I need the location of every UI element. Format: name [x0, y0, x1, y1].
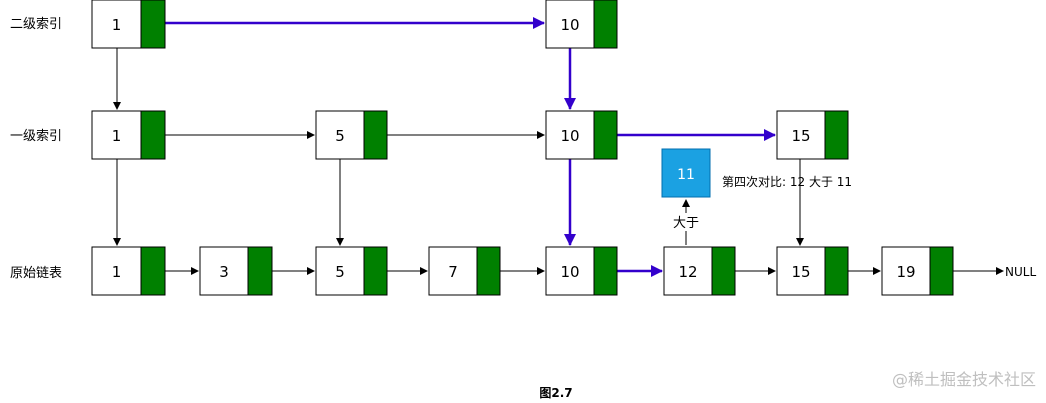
node-l2-10: 10	[545, 0, 618, 49]
node-value: 15	[791, 127, 810, 145]
node-l1-15: 15	[776, 110, 849, 160]
figure-caption: 图2.7	[539, 386, 572, 400]
base-label: 原始链表	[10, 266, 62, 281]
level1-label: 一级索引	[10, 129, 62, 144]
greater-label: 大于	[673, 216, 699, 231]
node-l0-19: 19	[881, 246, 954, 296]
node-value: 15	[791, 263, 810, 281]
node-value: 19	[896, 263, 915, 281]
node-value: 5	[335, 127, 345, 145]
node-l0-5: 5	[315, 246, 388, 296]
node-l2-1: 1	[91, 0, 166, 49]
node-value: 7	[448, 263, 458, 281]
node-l0-10: 10	[545, 246, 618, 296]
node-l0-15: 15	[776, 246, 849, 296]
compare-note: 第四次对比: 12 大于 11	[722, 175, 852, 189]
node-l0-3: 3	[199, 246, 273, 296]
node-value: 10	[560, 127, 579, 145]
node-l1-1: 1	[91, 110, 166, 160]
node-l0-12: 12	[663, 246, 736, 296]
node-value: 1	[112, 263, 122, 281]
node-value: 10	[560, 16, 579, 34]
watermark: @稀土掘金技术社区	[892, 370, 1036, 389]
search-node-11: 11	[661, 148, 711, 198]
node-value: 1	[112, 127, 122, 145]
level2-label: 二级索引	[10, 17, 62, 32]
node-value: 10	[560, 263, 579, 281]
node-value: 5	[335, 263, 345, 281]
node-l0-1: 1	[91, 246, 166, 296]
node-l1-5: 5	[315, 110, 388, 160]
search-node-value: 11	[677, 167, 695, 183]
node-value: 3	[219, 263, 229, 281]
node-l0-7: 7	[428, 246, 501, 296]
node-value: 12	[678, 263, 697, 281]
node-l1-10: 10	[545, 110, 618, 160]
null-label: NULL	[1005, 265, 1036, 279]
node-value: 1	[112, 16, 122, 34]
